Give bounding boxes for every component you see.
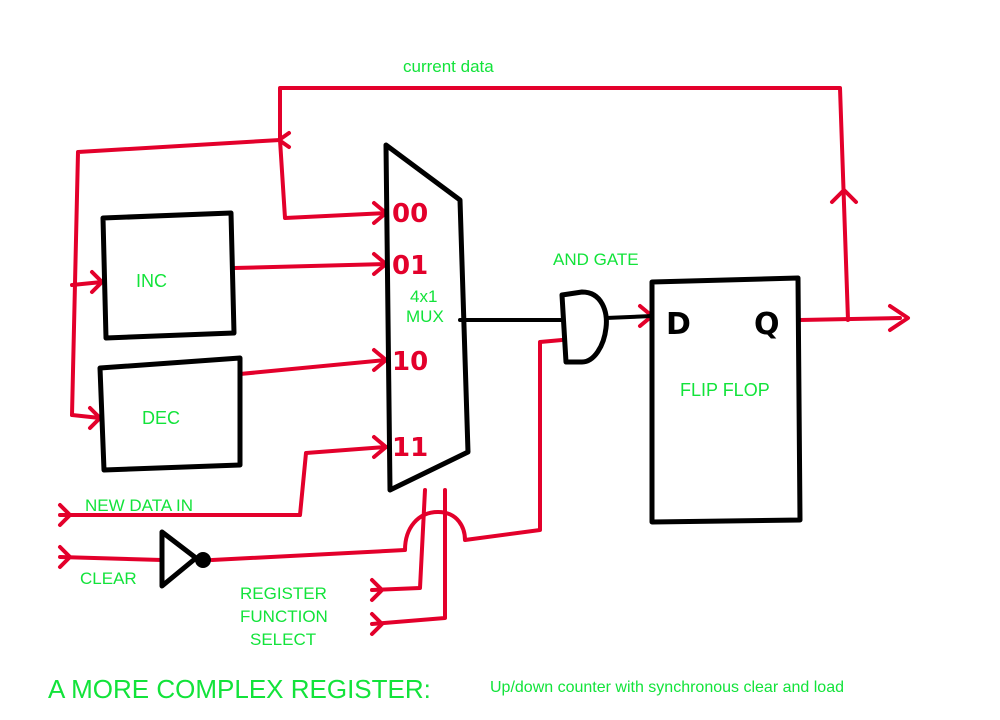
q-output-wire: [798, 316, 902, 322]
arrowheads: [58, 131, 910, 636]
flip-flop-d-label: D: [666, 307, 691, 342]
arrow-select-2: [370, 612, 384, 636]
and-gate-label: AND GATE: [553, 250, 639, 269]
feedback-branch-wire: [70, 138, 282, 417]
flip-flop-label: FLIP FLOP: [680, 380, 770, 400]
and-gate: [559, 289, 609, 365]
mux-input-11-label: 11: [392, 433, 428, 463]
arrow-current-data-up: [830, 188, 858, 204]
diagram-subtitle: Up/down counter with synchronous clear a…: [490, 679, 844, 696]
arrow-mux-11: [372, 435, 388, 459]
arrow-new-data: [58, 503, 72, 527]
inc-box: [100, 210, 237, 341]
mux-input-01-label: 01: [392, 251, 428, 281]
register-function-select-line1: REGISTER: [240, 584, 327, 603]
arrow-feedback-left: [277, 131, 291, 149]
pin-labels: 00 01 10 11 D Q: [392, 199, 780, 463]
not-gate: [159, 529, 199, 589]
arrow-q-output: [888, 304, 910, 332]
diagram-title: A MORE COMPLEX REGISTER:: [48, 674, 431, 704]
mux-input-00-label: 00: [392, 199, 428, 229]
mux-label-line2: MUX: [406, 307, 444, 326]
components: [97, 142, 803, 589]
current-data-label: current data: [403, 57, 494, 76]
new-data-in-label: NEW DATA IN: [85, 496, 193, 515]
dec-box: [97, 355, 243, 473]
inc-output-wire: [232, 262, 388, 270]
clear-output-wire: [210, 338, 564, 562]
arrow-clear: [58, 545, 72, 569]
register-function-select-line2: FUNCTION: [240, 607, 328, 626]
flip-flop-q-label: Q: [754, 307, 780, 342]
flip-flop-box: [649, 275, 803, 525]
text-labels: current data INC DEC 4x1 MUX AND GATE FL…: [48, 57, 844, 704]
new-data-wire: [58, 445, 388, 517]
dec-label: DEC: [142, 408, 180, 428]
arrow-select-1: [370, 578, 384, 602]
mux-input-10-label: 10: [392, 347, 428, 377]
arrow-inc-input: [90, 270, 104, 294]
mux-label-line1: 4x1: [410, 287, 437, 306]
and-output-wire: [604, 314, 654, 320]
inc-label: INC: [136, 271, 167, 291]
register-function-select-line3: SELECT: [250, 630, 316, 649]
mux-00-wire: [278, 138, 388, 220]
dec-input-wire: [70, 413, 102, 420]
clear-input-wire: [58, 555, 164, 562]
current-data-wire: [278, 86, 850, 322]
clear-label: CLEAR: [80, 569, 137, 588]
inc-input-wire: [70, 280, 104, 287]
select-line-1: [370, 488, 427, 592]
dec-output-wire: [238, 358, 388, 376]
mux-trapezoid: [383, 142, 471, 493]
wires: [58, 86, 902, 626]
select-line-2: [370, 488, 447, 626]
not-gate-bubble: [195, 552, 211, 568]
